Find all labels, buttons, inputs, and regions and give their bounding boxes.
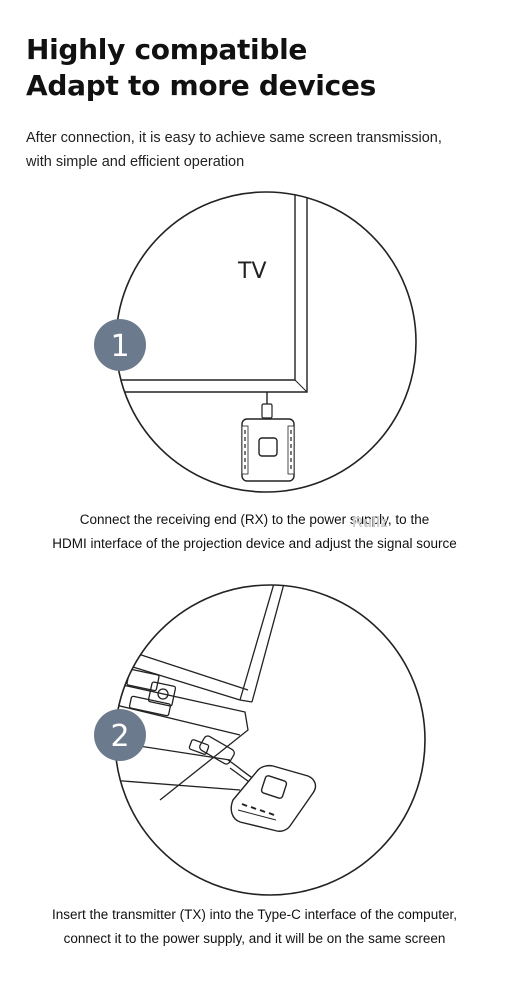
- step1-badge: 1: [94, 319, 146, 371]
- step1-caption-line-1: Connect the receiving end (RX) to the po…: [79, 512, 430, 527]
- title-line-1: Highly compatible: [26, 33, 308, 66]
- tv-label: TV: [237, 259, 267, 284]
- receiver-device: [241, 418, 295, 482]
- step1-caption-line-2: HDMI interface of the projection device …: [52, 536, 457, 551]
- intro-text: After connection, it is easy to achieve …: [26, 126, 496, 174]
- watermark: Rullz: [352, 514, 388, 531]
- transmitter-device: [230, 764, 317, 832]
- step2-circle-frame: [114, 584, 426, 896]
- tv-screen: [116, 192, 308, 419]
- step2-caption-line-2: connect it to the power supply, and it w…: [63, 931, 446, 946]
- step1-tv-illustration: TV 1: [94, 191, 417, 493]
- step2-badge: 2: [94, 709, 146, 761]
- intro-line-1: After connection, it is easy to achieve …: [26, 130, 442, 146]
- title-line-2: Adapt to more devices: [26, 69, 376, 102]
- step2-number: 2: [110, 719, 129, 754]
- intro-line-2: with simple and efficient operation: [26, 154, 245, 170]
- step2-caption-line-1: Insert the transmitter (TX) into the Typ…: [52, 907, 457, 922]
- step2-caption: Insert the transmitter (TX) into the Typ…: [0, 903, 509, 951]
- step1-caption: Connect the receiving end (RX) to the po…: [0, 508, 509, 556]
- step1-number: 1: [110, 329, 129, 364]
- step2-laptop-illustration: 2: [94, 584, 426, 896]
- page-title: Highly compatible Adapt to more devices: [26, 32, 376, 104]
